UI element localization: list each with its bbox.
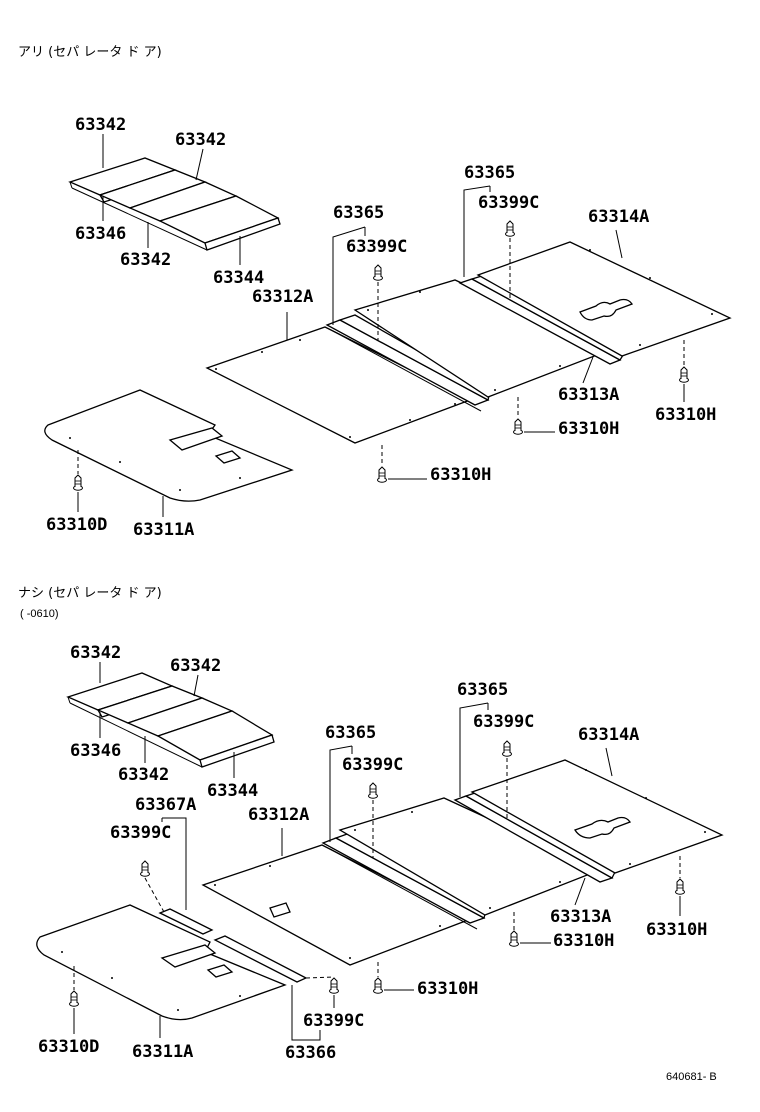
label-63365: 63365: [333, 203, 384, 223]
panel-63314a: [476, 241, 732, 357]
label-63344: 63344: [207, 781, 258, 801]
label-63367a: 63367A: [135, 795, 196, 815]
section-header: ナシ (セパ レータ ド ア): [18, 586, 162, 601]
label-63342: 63342: [175, 130, 226, 150]
label-63310h: 63310H: [553, 931, 614, 951]
strip-63367a: [158, 908, 214, 935]
label-63366: 63366: [285, 1043, 336, 1063]
label-63342: 63342: [70, 643, 121, 663]
label-63399c: 63399C: [478, 193, 539, 213]
label-63399c: 63399C: [473, 712, 534, 732]
label-63312a: 63312A: [252, 287, 313, 307]
panel-63314a: [470, 759, 724, 874]
label-63365: 63365: [457, 680, 508, 700]
label-63310d: 63310D: [46, 515, 107, 535]
label-63311a: 63311A: [132, 1042, 193, 1062]
label-63399c: 63399C: [110, 823, 171, 843]
label-63310d: 63310D: [38, 1037, 99, 1057]
label-63346: 63346: [70, 741, 121, 761]
reference-code: 640681- B: [666, 1071, 717, 1083]
label-63342: 63342: [120, 250, 171, 270]
label-63312a: 63312A: [248, 805, 309, 825]
label-63313a: 63313A: [558, 385, 619, 405]
label-63342: 63342: [170, 656, 221, 676]
label-63310h: 63310H: [558, 419, 619, 439]
label-63311a: 63311A: [133, 520, 194, 540]
label-63310h: 63310H: [655, 405, 716, 425]
panel-63311a: [36, 904, 287, 1021]
label-63310h: 63310H: [430, 465, 491, 485]
label-63342: 63342: [75, 115, 126, 135]
label-63310h: 63310H: [646, 920, 707, 940]
label-63399c: 63399C: [303, 1011, 364, 1031]
label-63399c: 63399C: [346, 237, 407, 257]
label-63399c: 63399C: [342, 755, 403, 775]
label-63314a: 63314A: [578, 725, 639, 745]
section-subheader: ( -0610): [20, 608, 59, 620]
label-63344: 63344: [213, 268, 264, 288]
panel-63311a: [44, 389, 294, 502]
section-without-separator-door: ナシ (セパ レータ ド ア) ( -0610) 63342 63342 633…: [18, 586, 724, 1063]
label-63342: 63342: [118, 765, 169, 785]
label-63365: 63365: [325, 723, 376, 743]
section-with-separator-door: アリ (セパ レータ ド ア) 63342 63342 63346 63342 …: [18, 45, 732, 540]
tray-pads: [66, 672, 275, 768]
label-63314a: 63314A: [588, 207, 649, 227]
tray-pads: [68, 157, 281, 251]
section-header: アリ (セパ レータ ド ア): [18, 45, 162, 60]
label-63310h: 63310H: [417, 979, 478, 999]
label-63346: 63346: [75, 224, 126, 244]
label-63313a: 63313A: [550, 907, 611, 927]
label-63365: 63365: [464, 163, 515, 183]
